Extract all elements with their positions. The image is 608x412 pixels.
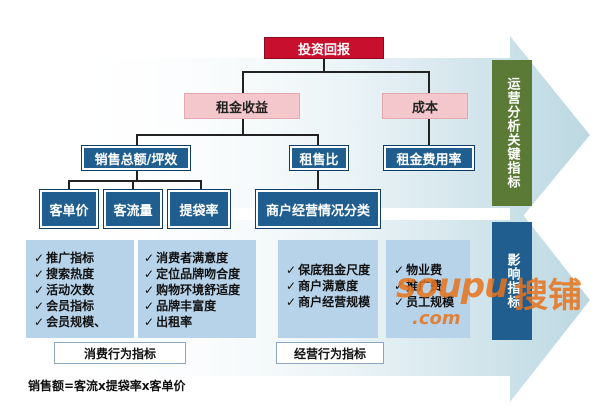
connector — [136, 134, 319, 136]
connector — [428, 71, 430, 93]
connector — [200, 180, 202, 190]
list-item: 推广费 — [394, 278, 470, 294]
list-item: 定位品牌吻合度 — [144, 266, 256, 282]
list-item: 活动次数 — [34, 282, 134, 298]
node-investment-return: 投资回报 — [264, 37, 384, 59]
list-item: 搜索热度 — [34, 266, 134, 282]
watermark-latin: soupu — [396, 266, 508, 306]
connector — [136, 170, 138, 180]
list-item: 保底租金尺度 — [286, 262, 378, 278]
connector — [132, 180, 134, 190]
node-rent-cost-ratio: 租金费用率 — [384, 146, 474, 170]
sales-formula: 销售额=客流x提袋率x客单价 — [28, 379, 186, 393]
list-item: 购物环境舒适度 — [144, 282, 256, 298]
connector — [242, 71, 430, 73]
connector — [317, 134, 319, 146]
watermark-domain: .com — [412, 308, 461, 329]
connector — [68, 180, 202, 182]
label-consumer-behavior: 消费行为指标 — [54, 342, 186, 364]
list-experience: 消费者满意度 定位品牌吻合度 购物环境舒适度 品牌丰富度 出租率 — [144, 250, 256, 330]
list-costs: 物业费 推广费 员工规模 — [394, 262, 470, 310]
node-traffic: 客流量 — [104, 190, 162, 228]
list-rent: 保底租金尺度 商户满意度 商户经营规模 — [286, 262, 378, 310]
connector — [136, 134, 138, 146]
list-item: 员工规模 — [394, 294, 470, 310]
node-rent-sales-ratio: 租售比 — [290, 146, 348, 170]
connector — [242, 119, 244, 135]
connector — [428, 119, 430, 146]
connector — [317, 170, 319, 190]
node-cost: 成本 — [382, 93, 468, 119]
list-item: 商户经营规模 — [286, 294, 378, 310]
list-item: 出租率 — [144, 314, 256, 330]
list-item: 物业费 — [394, 262, 470, 278]
list-promotion: 推广指标 搜索热度 活动次数 会员指标 会员规模、 — [34, 250, 134, 330]
list-item: 品牌丰富度 — [144, 298, 256, 314]
list-promotion-panel: 推广指标 搜索热度 活动次数 会员指标 会员规模、 — [26, 240, 134, 338]
node-sales-per-sqm: 销售总额/坪效 — [82, 146, 190, 170]
list-item: 会员指标 — [34, 298, 134, 314]
node-bag-rate: 提袋率 — [168, 190, 230, 228]
side-label-influence: 影响指标 — [492, 222, 532, 340]
list-item: 商户满意度 — [286, 278, 378, 294]
watermark-chinese: 搜铺 — [514, 276, 582, 316]
label-business-behavior: 经营行为指标 — [276, 342, 384, 364]
connector — [68, 180, 70, 190]
list-item: 消费者满意度 — [144, 250, 256, 266]
connector — [323, 58, 325, 72]
side-label-key-indicators: 运营分析关键指标 — [492, 60, 532, 206]
list-item: 会员规模、 — [34, 314, 134, 330]
node-avg-ticket: 客单价 — [40, 190, 98, 228]
list-experience-panel: 消费者满意度 定位品牌吻合度 购物环境舒适度 品牌丰富度 出租率 — [138, 240, 256, 338]
node-rent-income: 租金收益 — [184, 93, 300, 119]
connector — [242, 71, 244, 93]
list-rent-panel: 保底租金尺度 商户满意度 商户经营规模 — [278, 240, 378, 338]
list-costs-panel: 物业费 推广费 员工规模 — [386, 240, 470, 338]
list-item: 推广指标 — [34, 250, 134, 266]
node-tenant-classification: 商户经营情况分类 — [256, 190, 380, 228]
